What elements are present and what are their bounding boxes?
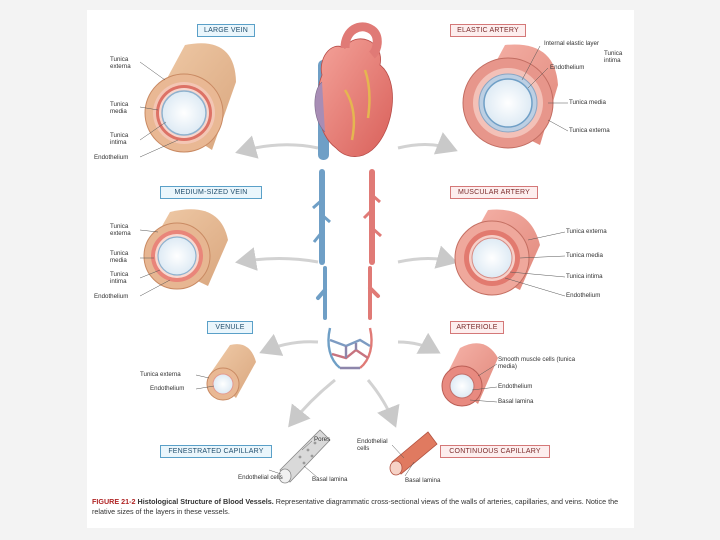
title-muscular-artery: MUSCULAR ARTERY — [450, 186, 538, 199]
medium-vein-section — [143, 209, 228, 290]
label-mv-intima: Tunica intima — [110, 271, 129, 285]
label-ma-endothelium: Endothelium — [566, 292, 601, 299]
venule-section — [206, 344, 256, 401]
label-lv-media: Tunica media — [110, 101, 129, 115]
label-ea-endothelium: Endothelium — [550, 64, 585, 71]
label-mv-externa: Tunica externa — [110, 223, 131, 237]
label-ea-intima: Tunica intima — [604, 50, 623, 64]
label-lv-intima: Tunica intima — [110, 132, 129, 146]
label-lv-externa: Tunica externa — [110, 56, 131, 70]
label-fc-basal: Basal lamina — [312, 476, 348, 483]
label-vn-externa: Tunica externa — [140, 371, 181, 378]
label-ar-basal: Basal lamina — [498, 398, 534, 405]
title-continuous-capillary: CONTINUOUS CAPILLARY — [440, 445, 550, 458]
muscular-artery-section — [454, 209, 540, 296]
title-fenestrated-capillary: FENESTRATED CAPILLARY — [160, 445, 272, 458]
label-ar-smooth: Smooth muscle cells (tunica media) — [498, 356, 576, 370]
label-ea-media: Tunica media — [569, 99, 606, 106]
figure-caption: FIGURE 21-2 Histological Structure of Bl… — [92, 497, 632, 517]
title-venule: VENULE — [207, 321, 253, 334]
label-ea-internal-elastic: Internal elastic layer — [544, 40, 600, 47]
label-mv-endothelium: Endothelium — [94, 293, 129, 300]
flow-arrows — [235, 132, 458, 428]
label-ma-media: Tunica media — [566, 252, 603, 259]
arteriole-section — [441, 343, 498, 407]
figure-text: Representative diagrammatic cross-sectio… — [92, 497, 619, 516]
title-elastic-artery: ELASTIC ARTERY — [450, 24, 526, 37]
label-ma-intima: Tunica intima — [566, 273, 603, 280]
label-cc-endothelial: Endothelial cells — [357, 438, 388, 452]
medium-vessels — [312, 169, 382, 320]
leader-lines — [139, 45, 569, 479]
heart-illustration — [314, 22, 393, 160]
title-arteriole: ARTERIOLE — [450, 321, 504, 334]
label-cc-basal: Basal lamina — [405, 477, 441, 484]
large-vein-section — [144, 43, 236, 153]
label-fc-pores: Pores — [314, 436, 331, 443]
label-ar-endothelium: Endothelium — [498, 383, 533, 390]
title-medium-vein: MEDIUM-SIZED VEIN — [160, 186, 262, 199]
label-fc-endothelial: Endothelial cells — [238, 474, 283, 481]
elastic-artery-section — [462, 44, 558, 149]
label-lv-endothelium: Endothelium — [94, 154, 129, 161]
label-ea-externa: Tunica externa — [569, 127, 610, 134]
capillary-bed — [327, 327, 373, 370]
label-ma-externa: Tunica externa — [566, 228, 607, 235]
figure-title: Histological Structure of Blood Vessels. — [137, 497, 274, 506]
figure-number: FIGURE 21-2 — [92, 497, 136, 506]
continuous-capillary-section — [389, 431, 438, 476]
fenestrated-capillary-section — [278, 429, 331, 484]
label-vn-endothelium: Endothelium — [150, 385, 185, 392]
title-large-vein: LARGE VEIN — [197, 24, 255, 37]
label-mv-media: Tunica media — [110, 250, 129, 264]
